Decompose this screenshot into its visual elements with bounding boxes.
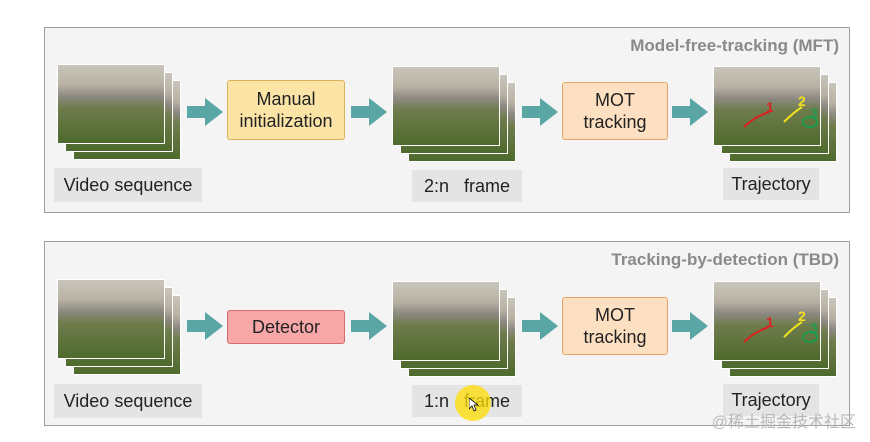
watermark: @稀土掘金技术社区 (711, 414, 856, 431)
track-id-3: 3 (810, 320, 818, 336)
arrow-right-icon (672, 312, 708, 340)
arrow-right-icon (522, 312, 558, 340)
mft-video-sequence-thumbnail (57, 64, 181, 162)
track-id-1: 1 (766, 99, 774, 115)
track-id-2: 2 (798, 308, 806, 324)
track-overlay-icon (743, 106, 818, 128)
tbd-video-sequence-thumbnail (57, 279, 181, 377)
mft-trajectory-thumbnail: 1 2 3 (713, 66, 837, 164)
tbd-mot-tracking-box: MOT tracking (562, 297, 668, 355)
video-frame: 1 2 3 (713, 281, 821, 361)
mft-video-sequence-label: Video sequence (54, 168, 202, 202)
mft-frames-thumbnail (392, 66, 516, 164)
detector-box: Detector (227, 310, 345, 344)
mft-trajectory-label: Trajectory (723, 168, 819, 200)
arrow-right-icon (187, 312, 223, 340)
tbd-trajectory-label: Trajectory (723, 384, 819, 416)
video-frame (57, 64, 165, 144)
tbd-frames-thumbnail (392, 281, 516, 379)
video-frame (392, 281, 500, 361)
tbd-trajectory-thumbnail: 1 2 3 (713, 281, 837, 379)
track-id-1: 1 (766, 314, 774, 330)
arrow-right-icon (522, 98, 558, 126)
track-id-2: 2 (798, 93, 806, 109)
mft-panel-title: Model-free-tracking (MFT) (630, 36, 839, 55)
mouse-pointer-icon (469, 398, 479, 412)
arrow-right-icon (351, 98, 387, 126)
mft-frames-label: 2:n frame (412, 170, 522, 202)
mft-mot-tracking-box: MOT tracking (562, 82, 668, 140)
track-overlay-icon (743, 321, 818, 343)
track-id-3: 3 (810, 105, 818, 121)
tbd-panel-title: Tracking-by-detection (TBD) (611, 250, 839, 269)
arrow-right-icon (187, 98, 223, 126)
arrow-right-icon (672, 98, 708, 126)
video-frame (57, 279, 165, 359)
tbd-video-sequence-label: Video sequence (54, 384, 202, 418)
video-frame: 1 2 3 (713, 66, 821, 146)
video-frame (392, 66, 500, 146)
arrow-right-icon (351, 312, 387, 340)
manual-initialization-box: Manual initialization (227, 80, 345, 140)
